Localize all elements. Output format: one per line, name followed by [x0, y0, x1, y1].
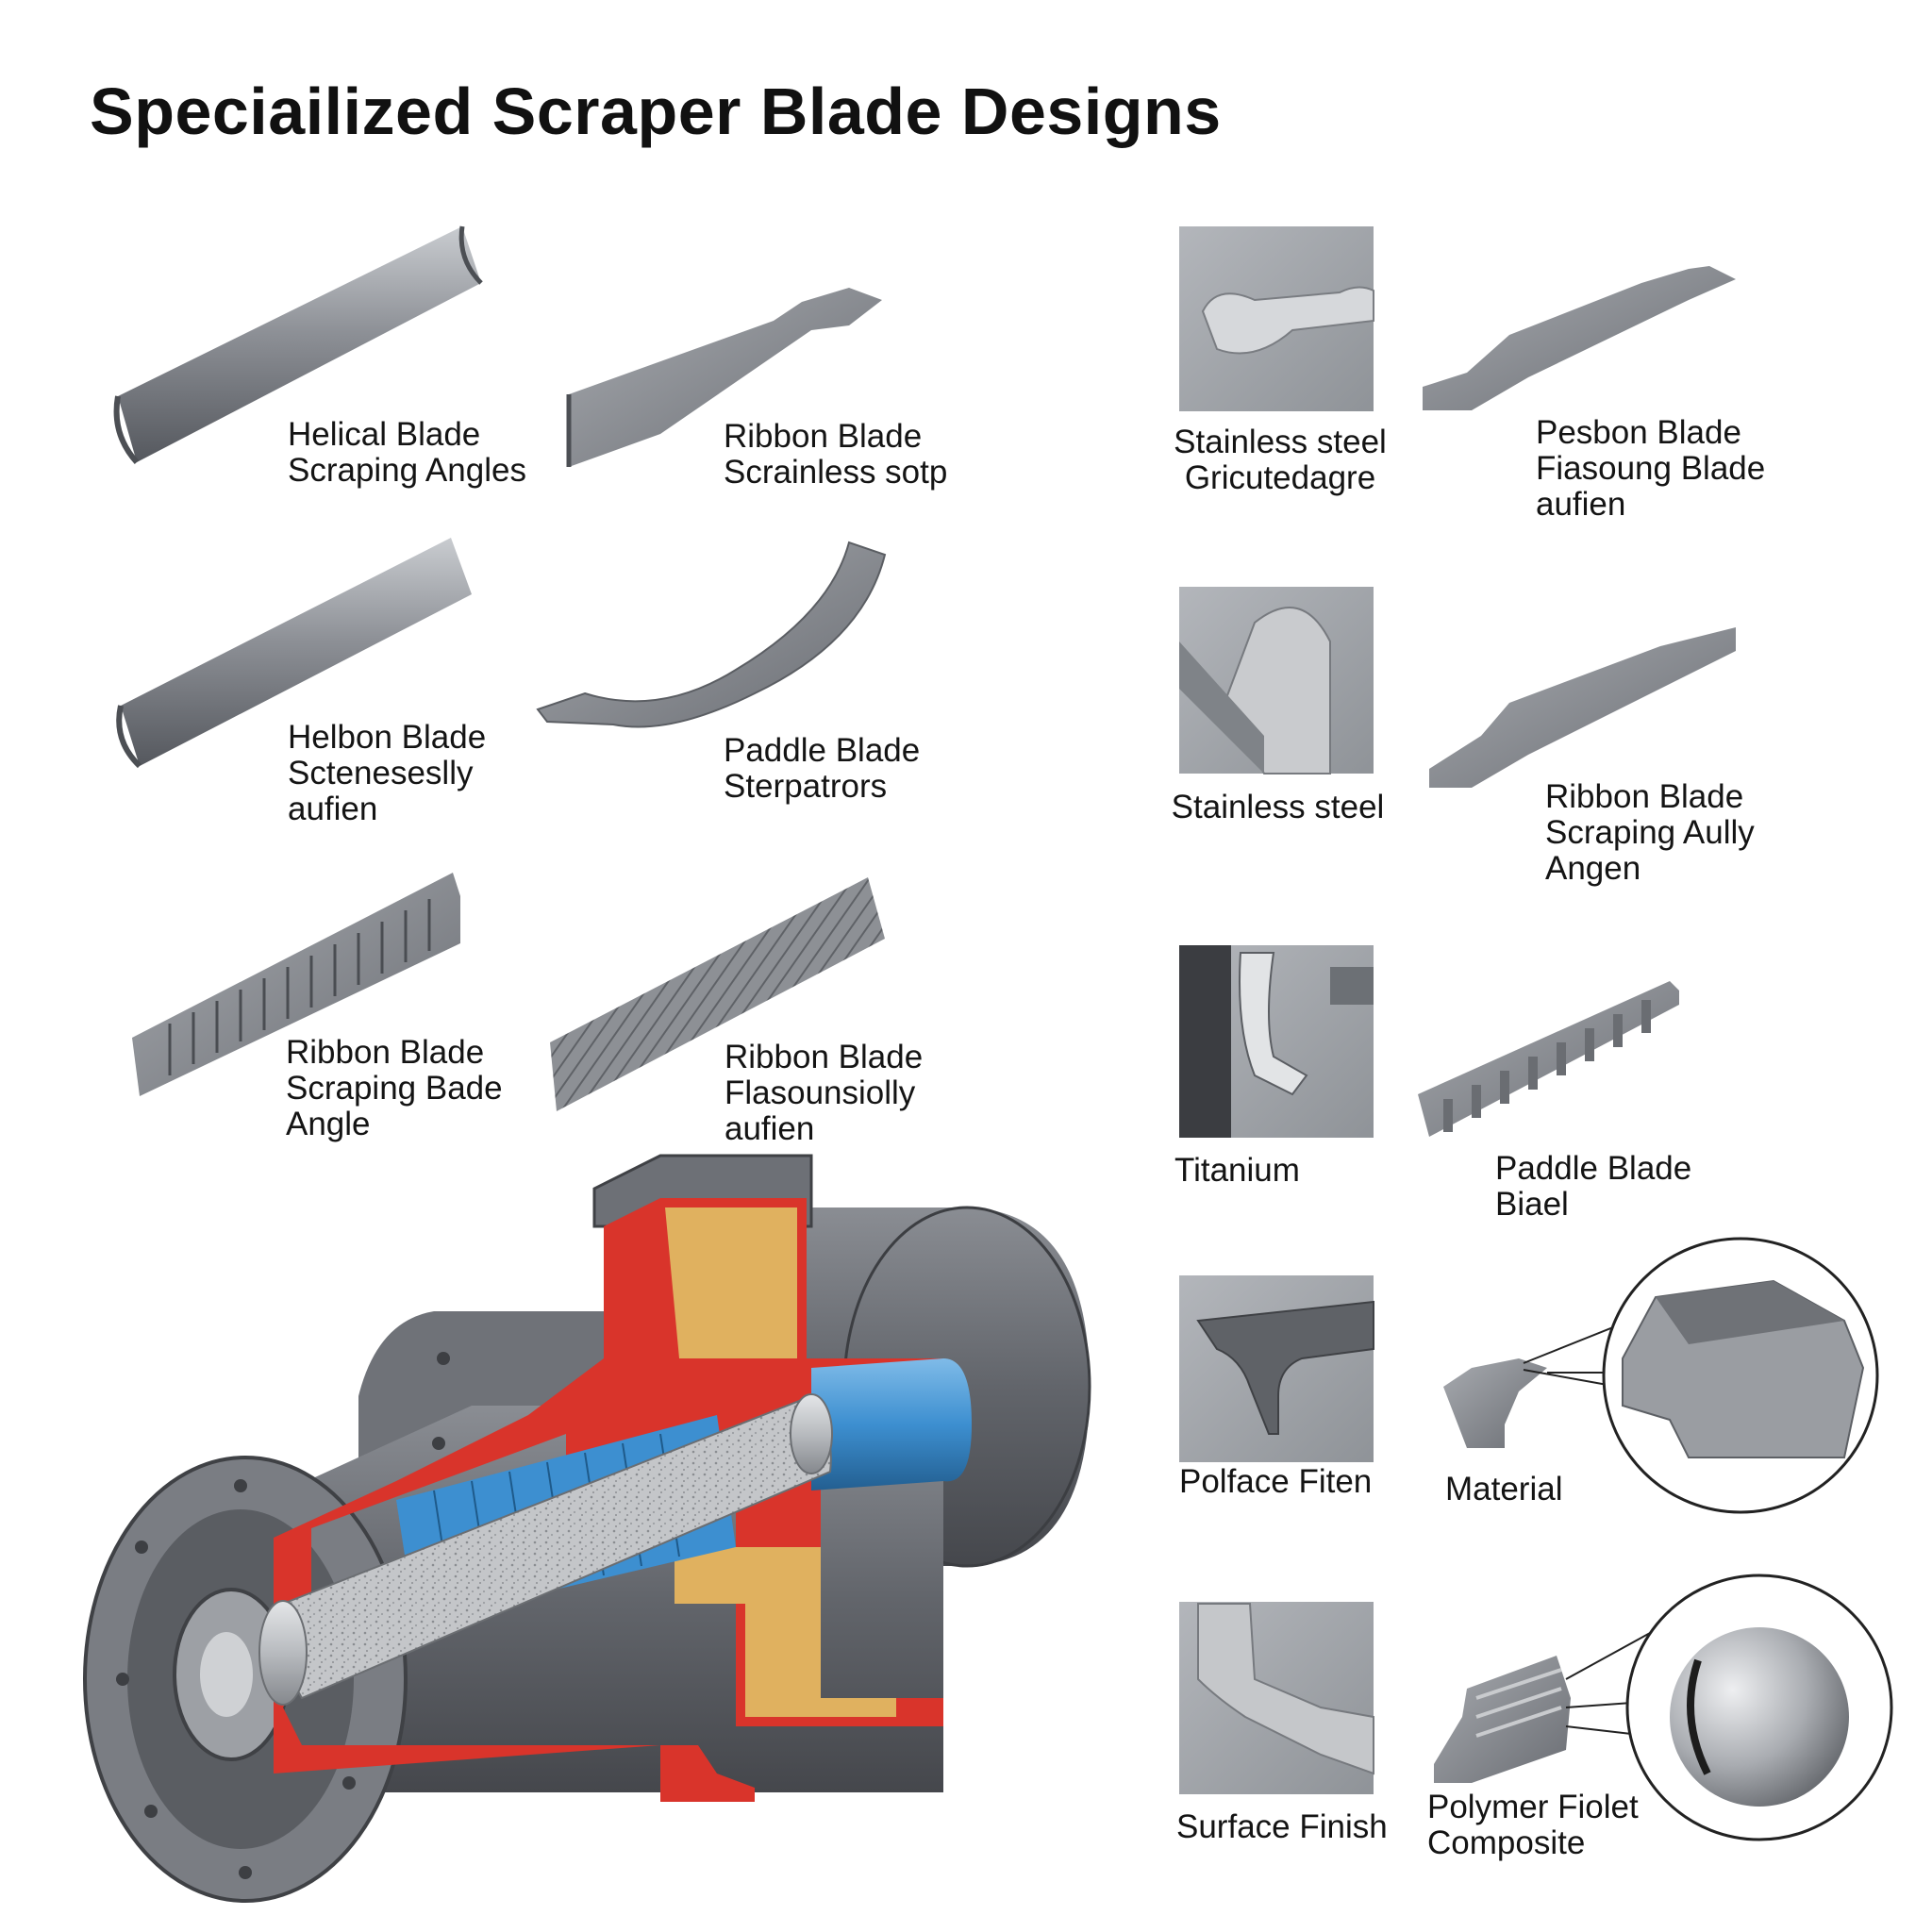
- polymer-composite-image: [1434, 1574, 1893, 1841]
- paddle-blade-label: Paddle Blade Sterpatrors: [724, 732, 921, 805]
- pesbon-blade-label: Pesbon Blade Fiasoung Blade aufien: [1536, 414, 1766, 523]
- ribbon-blade-label: Ribbon Blade Scrainless sotp: [724, 418, 948, 491]
- ribbon-blade-hatched-label: Ribbon Blade Flasounsiolly aufien: [724, 1039, 924, 1147]
- surface-finish-panel: [1179, 1602, 1374, 1794]
- titanium-panel: [1179, 945, 1374, 1138]
- ribbon-blade-image: [566, 288, 882, 467]
- polface-panel: [1179, 1275, 1374, 1462]
- material-label: Material: [1445, 1471, 1563, 1507]
- surface-finish-label: Surface Finish: [1176, 1808, 1388, 1845]
- paddle-blade-image: [536, 541, 887, 728]
- polface-label: Polface Fiten: [1179, 1463, 1373, 1500]
- stainless-steel-label-2: Stainless steel: [1171, 789, 1385, 825]
- helbon-blade-label: Helbon Blade Scteneseslly aufien: [288, 719, 487, 827]
- stainless-steel-label-1: Stainless steel Gricutedagre: [1174, 424, 1387, 496]
- stainless-panel-1: [1179, 226, 1374, 411]
- cutaway-assembly: [83, 1154, 1091, 1903]
- hatched-blade-image: [550, 877, 885, 1111]
- paddle-blade-right-label: Paddle Blade Biael: [1495, 1150, 1692, 1223]
- material-image: [1443, 1237, 1879, 1514]
- ribbon-blade-right-label: Ribbon Blade Scraping Aully Angen: [1545, 778, 1755, 887]
- page-title: Speciailized Scraper Blade Designs: [90, 75, 1222, 148]
- pesbon-blade-image: [1423, 266, 1736, 410]
- helical-blade-label: Helical Blade Scraping Angles: [288, 416, 526, 489]
- helbon-blade-image: [116, 538, 472, 769]
- polymer-composite-label: Polymer Fiolet Composite: [1427, 1789, 1639, 1861]
- titanium-label: Titanium: [1174, 1152, 1300, 1189]
- ribbon-blade-right-image: [1429, 627, 1736, 788]
- ribbon-blade-serrated-label: Ribbon Blade Scraping Bade Angle: [286, 1034, 503, 1142]
- helical-blade-image: [113, 225, 483, 465]
- serrated-blade-image: [132, 873, 460, 1096]
- stainless-panel-2: [1179, 587, 1374, 774]
- paddle-blade-comb-image: [1418, 981, 1679, 1137]
